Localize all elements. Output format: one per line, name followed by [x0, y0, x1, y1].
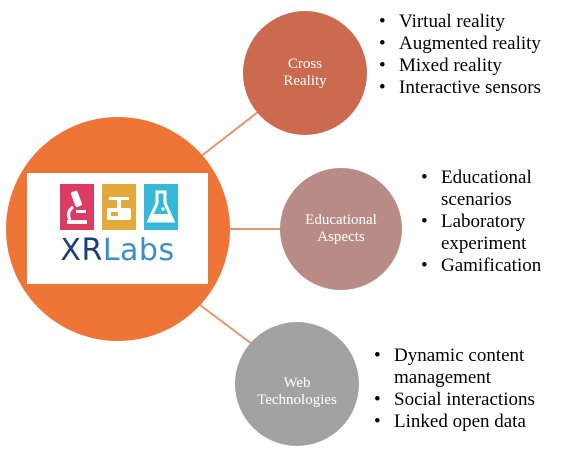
- list-item: Linked open data: [374, 411, 535, 433]
- node-label-line: Cross: [287, 56, 323, 72]
- node-label-web-technologies: Web Technologies: [247, 375, 347, 409]
- microscope-tile: [60, 184, 94, 230]
- list-item: Social interactions: [374, 389, 535, 411]
- list-item: Interactive sensors: [379, 77, 541, 99]
- scale-icon: [102, 184, 136, 230]
- node-circle-cross-reality: [243, 11, 367, 135]
- list-item: Mixed reality: [379, 55, 541, 77]
- list-item: Augmented reality: [379, 33, 541, 55]
- connector-web-technologies: [199, 304, 261, 351]
- node-label-line: Reality: [283, 73, 327, 89]
- node-circle-web-technologies: [235, 322, 359, 446]
- xrlabs-logo: XRLabs: [27, 173, 208, 284]
- logo-text-xr: XR: [60, 233, 103, 268]
- flask-tile: [144, 184, 178, 230]
- node-label-line: Educational: [305, 212, 377, 228]
- logo-wordmark: XRLabs: [27, 233, 208, 268]
- node-label-educational-aspects: Educational Aspects: [291, 212, 391, 246]
- scale-tile: [102, 184, 136, 230]
- node-label-line: Web: [283, 375, 311, 391]
- list-item: Gamification: [421, 255, 541, 277]
- node-label-line: Technologies: [257, 392, 337, 408]
- microscope-icon: [60, 184, 94, 230]
- logo-text-labs: Labs: [102, 233, 175, 268]
- bullet-list-cross-reality: Virtual reality Augmented reality Mixed …: [379, 11, 541, 99]
- list-item: Virtual reality: [379, 11, 541, 33]
- flask-icon: [144, 184, 178, 230]
- node-label-line: Aspects: [317, 229, 365, 245]
- node-label-cross-reality: Cross Reality: [255, 56, 355, 90]
- connector-cross-reality: [199, 111, 259, 158]
- node-circle-educational-aspects: [280, 168, 402, 290]
